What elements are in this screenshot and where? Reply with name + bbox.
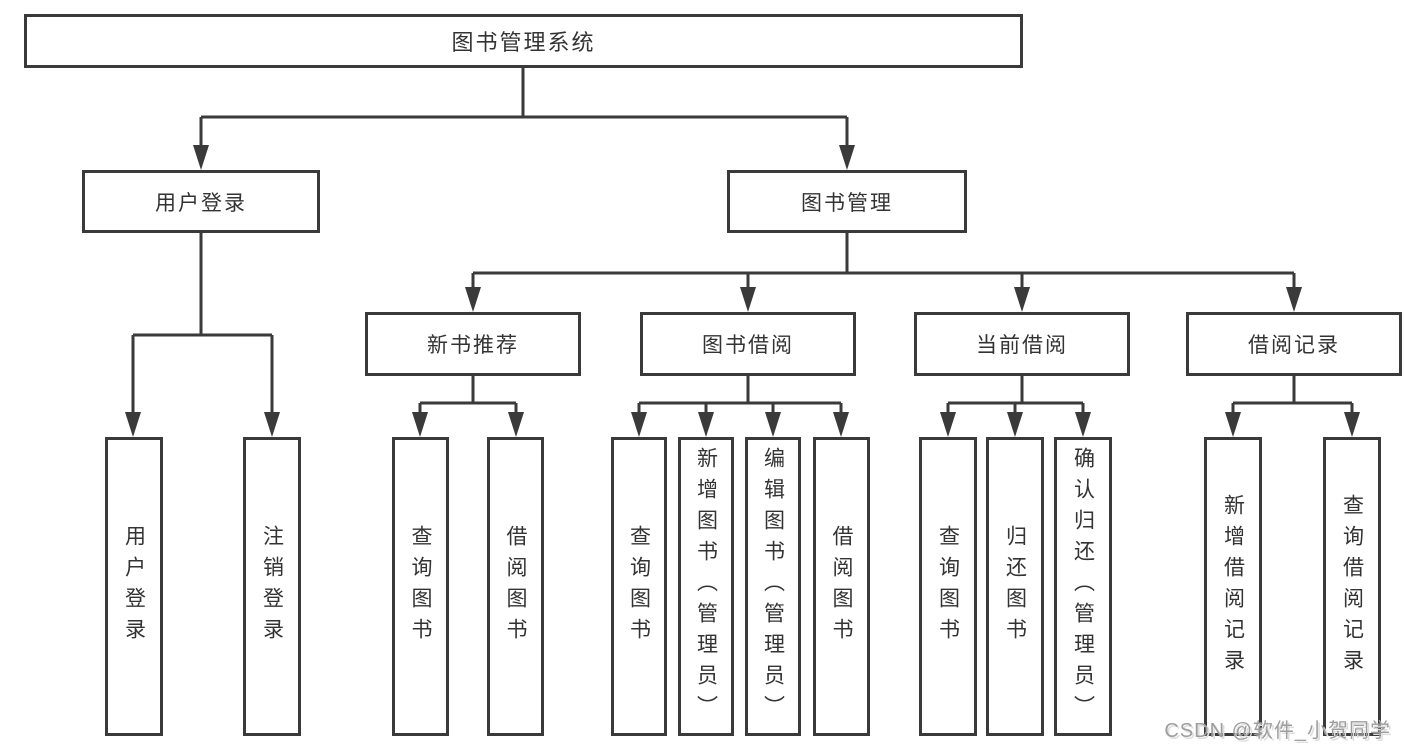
connector-current-borrowing-leaves <box>940 376 1091 437</box>
leaf-user-login-label: 用户登录 <box>122 524 146 649</box>
leaf-add-borrow-record-label: 新增借阅记录 <box>1221 493 1245 680</box>
node-user-login: 用户登录 <box>82 170 320 233</box>
leaf-edit-book-admin: 编辑图书（管理员） <box>745 437 801 736</box>
leaf-add-book-admin: 新增图书（管理员） <box>678 437 734 736</box>
node-borrowing-records-label: 借阅记录 <box>1248 334 1340 357</box>
leaf-edit-book-admin-label: 编辑图书（管理员） <box>761 447 785 726</box>
node-book-management-label: 图书管理 <box>801 191 893 215</box>
connector-new-book-leaves <box>412 376 524 437</box>
leaf-add-borrow-record: 新增借阅记录 <box>1204 437 1262 736</box>
node-book-management: 图书管理 <box>727 170 967 233</box>
leaf-query-books-current-label: 查询图书 <box>936 524 960 649</box>
leaf-return-books: 归还图书 <box>986 437 1044 736</box>
leaf-query-books-recommend-label: 查询图书 <box>409 524 432 649</box>
leaf-logout: 注销登录 <box>243 437 301 736</box>
leaf-borrow-books-recommend-label: 借阅图书 <box>504 524 527 649</box>
leaf-add-book-admin-label: 新增图书（管理员） <box>694 447 718 726</box>
connector-book-management-to-level2 <box>465 233 1302 312</box>
leaf-user-login: 用户登录 <box>105 437 163 736</box>
node-current-borrowing-label: 当前借阅 <box>976 334 1068 357</box>
node-user-login-label: 用户登录 <box>155 191 247 215</box>
leaf-query-books-borrowing: 查询图书 <box>611 437 667 736</box>
leaf-query-borrow-record: 查询借阅记录 <box>1323 437 1381 736</box>
leaf-confirm-return-admin-label: 确认归还（管理员） <box>1071 447 1095 726</box>
leaf-query-books-current: 查询图书 <box>919 437 977 736</box>
leaf-query-books-recommend: 查询图书 <box>392 437 449 736</box>
connector-borrowing-records-leaves <box>1225 376 1360 437</box>
node-root-label: 图书管理系统 <box>451 30 596 55</box>
leaf-query-books-borrowing-label: 查询图书 <box>627 524 651 649</box>
node-borrowing-records: 借阅记录 <box>1186 312 1402 376</box>
node-new-book-recommendation: 新书推荐 <box>365 312 581 376</box>
leaf-query-borrow-record-label: 查询借阅记录 <box>1340 493 1364 680</box>
connector-user-login-leaves <box>125 233 280 437</box>
leaf-borrow-books-recommend: 借阅图书 <box>487 437 544 736</box>
node-new-book-recommendation-label: 新书推荐 <box>427 334 519 357</box>
node-book-borrowing: 图书借阅 <box>640 312 856 376</box>
connector-root-to-level1 <box>193 68 855 170</box>
node-current-borrowing: 当前借阅 <box>914 312 1130 376</box>
node-root: 图书管理系统 <box>24 14 1023 68</box>
leaf-logout-label: 注销登录 <box>260 524 284 649</box>
connector-book-borrowing-leaves <box>631 376 849 437</box>
node-book-borrowing-label: 图书借阅 <box>702 334 794 357</box>
csdn-watermark: CSDN @软件_小贺同学 <box>1164 720 1391 742</box>
leaf-return-books-label: 归还图书 <box>1003 524 1027 649</box>
leaf-borrow-books-label: 借阅图书 <box>830 524 853 649</box>
leaf-confirm-return-admin: 确认归还（管理员） <box>1054 437 1112 736</box>
leaf-borrow-books: 借阅图书 <box>813 437 870 736</box>
